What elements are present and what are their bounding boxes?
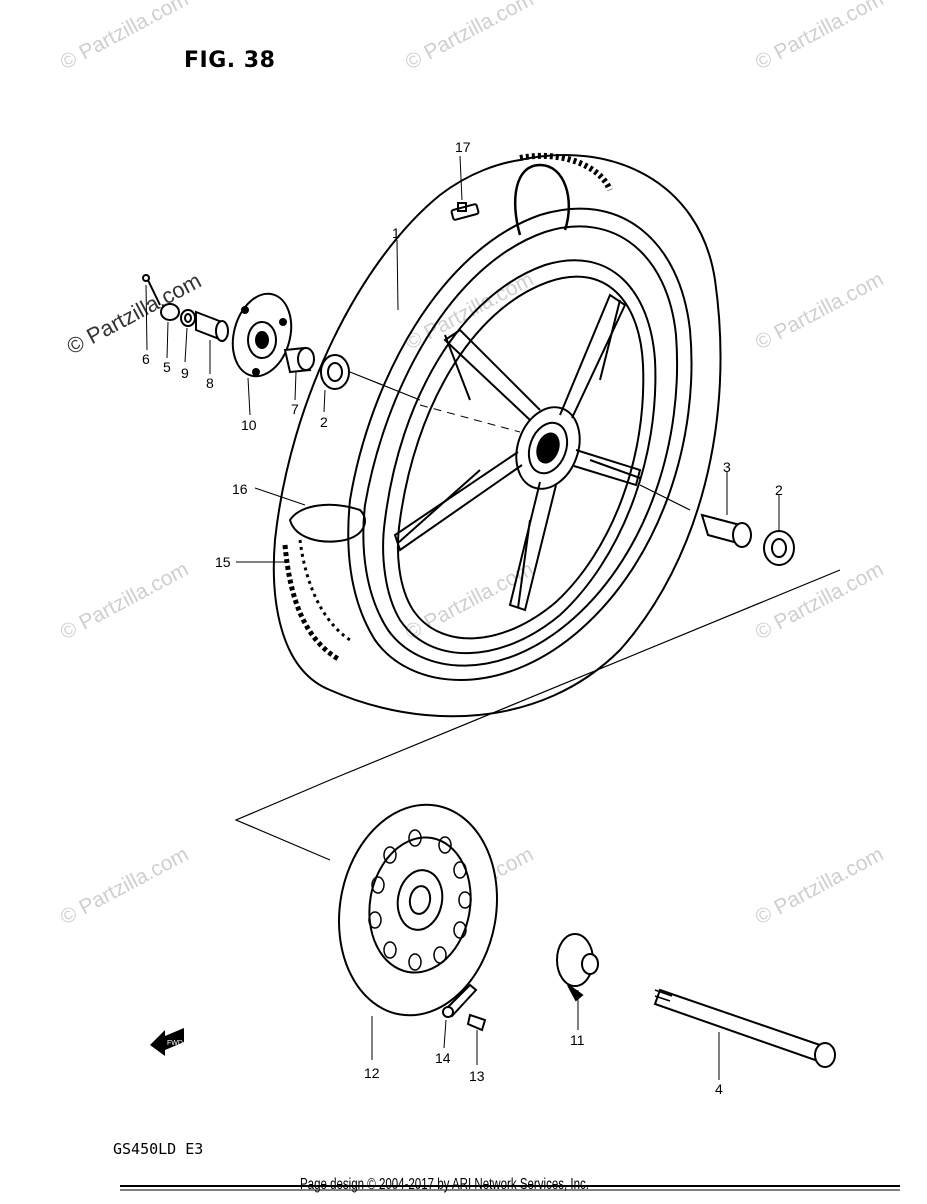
watermark-layer: © Partzilla.com © Partzilla.com © Partzi… [57,0,888,929]
watermark: © Partzilla.com [752,843,888,930]
callout-5: 5 [163,359,171,375]
callout-17: 17 [455,139,471,155]
watermark: © Partzilla.com [402,558,538,645]
fwd-arrow-icon: FWD [150,1028,184,1056]
callout-16: 16 [232,481,248,497]
fwd-label: FWD [167,1040,183,1047]
tire-outer [272,154,722,718]
figure-title: FIG. 38 [184,48,276,73]
callout-3: 3 [723,459,731,475]
callout-13: 13 [469,1068,485,1084]
callout-2-right: 2 [775,482,783,498]
callout-numbers: 17 1 6 5 9 8 10 7 2 16 15 3 2 12 14 13 1… [142,139,783,1097]
watermark: © Partzilla.com [57,558,193,645]
left-hub-parts [142,274,350,390]
bolt-parts [442,983,487,1032]
watermark: © Partzilla.com [402,0,538,74]
callout-12: 12 [364,1065,380,1081]
brake-disc [338,803,498,1017]
watermark: © Partzilla.com [57,0,193,74]
watermark: © Partzilla.com [752,558,888,645]
tire-assembly [272,152,722,718]
right-hub-parts [700,513,795,566]
axle [653,988,836,1068]
callout-2-left: 2 [320,414,328,430]
rim [382,259,657,655]
callout-14: 14 [435,1050,451,1066]
callout-6: 6 [142,351,150,367]
callout-15: 15 [215,554,231,570]
model-code: GS450LD E3 [113,1140,204,1158]
callout-11: 11 [570,1032,585,1048]
callout-10: 10 [241,417,257,433]
guide-lines [234,371,841,861]
watermark: © Partzilla.com [752,268,888,355]
callout-1: 1 [392,225,400,241]
watermark: © Partzilla.com [57,843,193,930]
callout-4: 4 [715,1081,723,1097]
callout-8: 8 [206,375,214,391]
footer-copyright: Page design © 2004-2017 by ARI Network S… [300,1176,589,1193]
watermark: © Partzilla.com [752,0,888,74]
collar-11 [556,933,599,1002]
callout-7: 7 [291,401,299,417]
leader-lines [145,155,780,1080]
callout-9: 9 [181,365,189,381]
